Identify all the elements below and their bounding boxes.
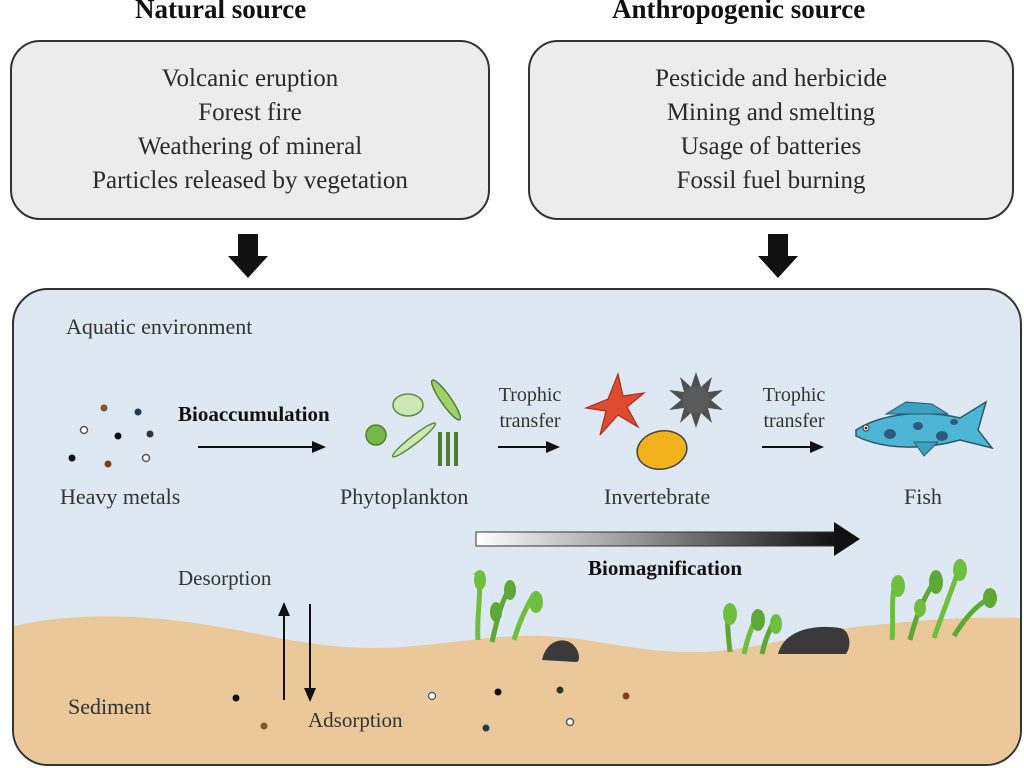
fish-label: Fish bbox=[904, 484, 942, 509]
seaweed-right bbox=[889, 559, 997, 641]
invertebrate-label: Invertebrate bbox=[604, 484, 711, 509]
phytoplankton-label: Phytoplankton bbox=[340, 484, 469, 509]
sediment-dots bbox=[232, 686, 630, 732]
natural-item: Weathering of mineral bbox=[137, 133, 363, 160]
desorption-label: Desorption bbox=[178, 566, 272, 590]
biomagnification-label: Biomagnification bbox=[588, 556, 743, 580]
anthropogenic-item: Usage of batteries bbox=[680, 133, 862, 160]
trophic-transfer-arrow-2 bbox=[762, 441, 824, 453]
adsorption-arrow bbox=[304, 604, 316, 702]
natural-source-heading: Natural source bbox=[135, 0, 307, 24]
sediment-label: Sediment bbox=[68, 694, 152, 719]
anthropogenic-source-heading: Anthropogenic source bbox=[612, 0, 866, 24]
anthropogenic-item: Mining and smelting bbox=[666, 99, 876, 126]
aquatic-environment-label: Aquatic environment bbox=[66, 314, 253, 339]
phytoplankton-icon bbox=[365, 379, 462, 466]
biomagnification-arrow bbox=[475, 522, 860, 556]
natural-source-box: Volcanic eruption Forest fire Weathering… bbox=[10, 40, 490, 220]
seaweed-left bbox=[473, 570, 543, 643]
starfish-icon bbox=[583, 371, 647, 436]
natural-down-arrow bbox=[228, 234, 268, 278]
trophic-transfer-label-2: Trophic transfer bbox=[762, 384, 826, 432]
adsorption-label: Adsorption bbox=[308, 708, 403, 732]
natural-item: Forest fire bbox=[198, 99, 302, 126]
trophic-transfer-arrow-1 bbox=[498, 441, 560, 453]
sea-urchin-icon bbox=[669, 372, 723, 428]
heavy-metals-dots bbox=[68, 404, 154, 468]
shell-icon bbox=[636, 430, 688, 470]
trophic-transfer-label-1: Trophic transfer bbox=[498, 384, 562, 432]
fish-illustration bbox=[855, 400, 994, 457]
bioaccumulation-arrow bbox=[198, 441, 326, 453]
seaweed-middle bbox=[723, 603, 782, 655]
natural-item: Particles released by vegetation bbox=[92, 167, 408, 194]
rock-right bbox=[778, 626, 850, 654]
heavy-metals-label: Heavy metals bbox=[60, 484, 181, 509]
bioaccumulation-label: Bioaccumulation bbox=[178, 402, 330, 426]
anthropogenic-item: Pesticide and herbicide bbox=[655, 65, 887, 92]
environment-illustration bbox=[14, 371, 1020, 764]
sediment-layer bbox=[14, 616, 1020, 764]
anthropogenic-item: Fossil fuel burning bbox=[676, 167, 866, 194]
anthropogenic-source-box: Pesticide and herbicide Mining and smelt… bbox=[528, 40, 1014, 220]
anthropogenic-down-arrow bbox=[758, 234, 798, 278]
natural-item: Volcanic eruption bbox=[161, 65, 339, 92]
aquatic-environment-panel: Aquatic environment Bioaccumulation Trop… bbox=[12, 288, 1022, 766]
rock-left bbox=[542, 640, 579, 662]
desorption-arrow bbox=[278, 602, 290, 700]
